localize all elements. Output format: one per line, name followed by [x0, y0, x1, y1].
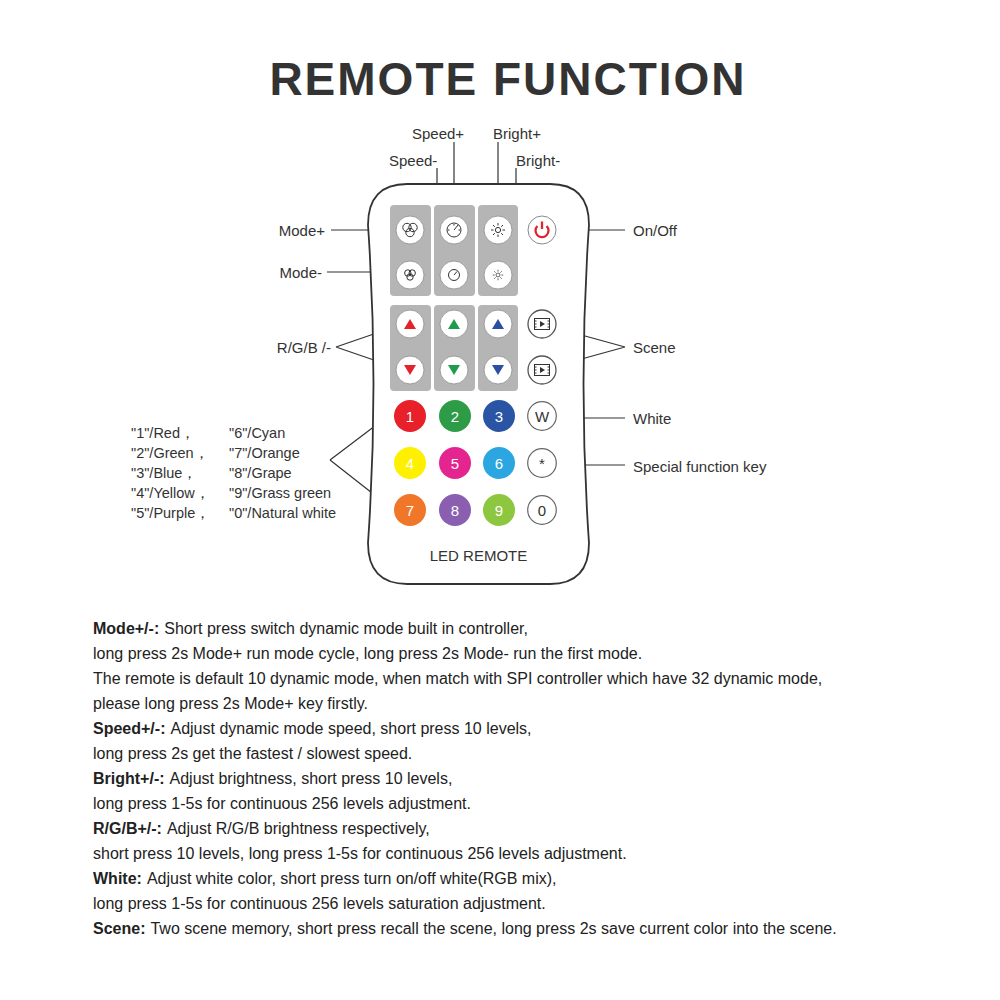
color-key-label: "4"/Yellow， [131, 484, 210, 503]
remote-body: LED REMOTE 123W 456 * 7890 [367, 183, 590, 585]
description-heading: Speed+/-: [93, 720, 165, 737]
callout-label: Mode+ [279, 222, 325, 239]
description-line: long press 1-5s for continuous 256 level… [93, 795, 471, 813]
color-key-label: "3"/Blue， [131, 464, 197, 483]
color-key-label: "7"/Orange [229, 445, 300, 461]
description-text: long press 1-5s for continuous 256 level… [93, 795, 471, 812]
description-heading: R/G/B+/-: [93, 820, 162, 837]
color-key-label: "1"/Red， [131, 424, 195, 443]
description-line: Scene: Two scene memory, short press reca… [93, 920, 837, 938]
callout-label: Bright+ [493, 125, 541, 142]
button-label: 8 [439, 494, 471, 526]
scene-button [528, 310, 556, 384]
description-text: long press 1-5s for continuous 256 level… [93, 895, 546, 912]
remote-button: 8 [439, 494, 471, 526]
button-panel [390, 205, 518, 391]
description-text: Adjust R/G/B brightness respectively, [167, 820, 430, 837]
color-key-label: "8"/Grape [229, 465, 292, 481]
description-heading: Bright+/-: [93, 770, 165, 787]
callout-label: Scene [633, 339, 676, 356]
description-text: please long press 2s Mode+ key firstly. [93, 695, 368, 712]
remote-button: 1 [394, 400, 426, 432]
color-key-label: "2"/Green， [131, 444, 209, 463]
description-text: Adjust dynamic mode speed, short press 1… [170, 720, 531, 737]
remote-button: 2 [439, 400, 471, 432]
callout-label: Bright- [516, 152, 560, 169]
button-label: 9 [483, 494, 515, 526]
description-heading: Mode+/-: [93, 620, 159, 637]
button-label: 1 [394, 400, 426, 432]
speed-icon [447, 223, 461, 281]
remote-button: W [527, 401, 557, 431]
remote-button: 3 [483, 400, 515, 432]
description-line: White: Adjust white color, short press tu… [93, 870, 557, 888]
description-line: The remote is default 10 dynamic mode, w… [93, 670, 822, 688]
button-label: * [527, 448, 557, 478]
button-label: 6 [483, 447, 515, 479]
callout-label: Mode- [279, 264, 322, 281]
page-title: REMOTE FUNCTION [8, 52, 1000, 106]
description-text: long press 2s get the fastest / slowest … [93, 745, 412, 762]
description-line: R/G/B+/-: Adjust R/G/B brightness respect… [93, 820, 430, 838]
description-heading: Scene: [93, 920, 145, 937]
callout-label: Speed- [389, 152, 437, 169]
callout-label: On/Off [633, 222, 677, 239]
description-text: Two scene memory, short press recall the… [150, 920, 836, 937]
description-line: Speed+/-: Adjust dynamic mode speed, shor… [93, 720, 532, 738]
remote-button: 5 [439, 447, 471, 479]
description-line: Bright+/-: Adjust brightness, short press… [93, 770, 452, 788]
remote-button: 9 [483, 494, 515, 526]
color-key-label: "0"/Natural white [229, 505, 336, 521]
button-label: 2 [439, 400, 471, 432]
callout-label: R/G/B /- [277, 339, 331, 356]
remote-button: 4 [394, 447, 426, 479]
remote-button: * [527, 448, 557, 478]
callout-label: Special function key [633, 458, 766, 475]
description-text: Adjust white color, short press turn on/… [147, 870, 557, 887]
button-label: 5 [439, 447, 471, 479]
description-line: short press 10 levels, long press 1-5s f… [93, 845, 627, 863]
remote-button: 6 [483, 447, 515, 479]
description-line: long press 1-5s for continuous 256 level… [93, 895, 546, 913]
color-key-label: "6"/Cyan [229, 425, 285, 441]
button-label: 0 [527, 495, 557, 525]
description-line: please long press 2s Mode+ key firstly. [93, 695, 368, 713]
callout-label: White [633, 410, 671, 427]
remote-outline [367, 183, 590, 585]
description-line: long press 2s get the fastest / slowest … [93, 745, 412, 763]
bright-icon [491, 223, 505, 280]
button-label: 3 [483, 400, 515, 432]
color-key-label: "5"/Purple， [131, 504, 210, 523]
description-heading: White: [93, 870, 142, 887]
description-text: Short press switch dynamic mode built in… [164, 620, 528, 637]
button-label: 7 [394, 494, 426, 526]
power-button [528, 216, 556, 244]
description-line: Mode+/-: Short press switch dynamic mode … [93, 620, 528, 638]
button-label: 4 [394, 447, 426, 479]
remote-button: 7 [394, 494, 426, 526]
mode-icon [403, 223, 417, 280]
button-label: W [527, 401, 557, 431]
remote-button: 0 [527, 495, 557, 525]
description-text: Adjust brightness, short press 10 levels… [170, 770, 453, 787]
remote-label: LED REMOTE [367, 547, 590, 564]
description-line: long press 2s Mode+ run mode cycle, long… [93, 645, 642, 663]
description-text: long press 2s Mode+ run mode cycle, long… [93, 645, 642, 662]
description-text: The remote is default 10 dynamic mode, w… [93, 670, 822, 687]
description-text: short press 10 levels, long press 1-5s f… [93, 845, 627, 862]
callout-label: Speed+ [412, 125, 464, 142]
color-arrow-icon [404, 319, 504, 375]
icon-buttons [396, 216, 512, 384]
color-key-label: "9"/Grass green [229, 485, 331, 501]
